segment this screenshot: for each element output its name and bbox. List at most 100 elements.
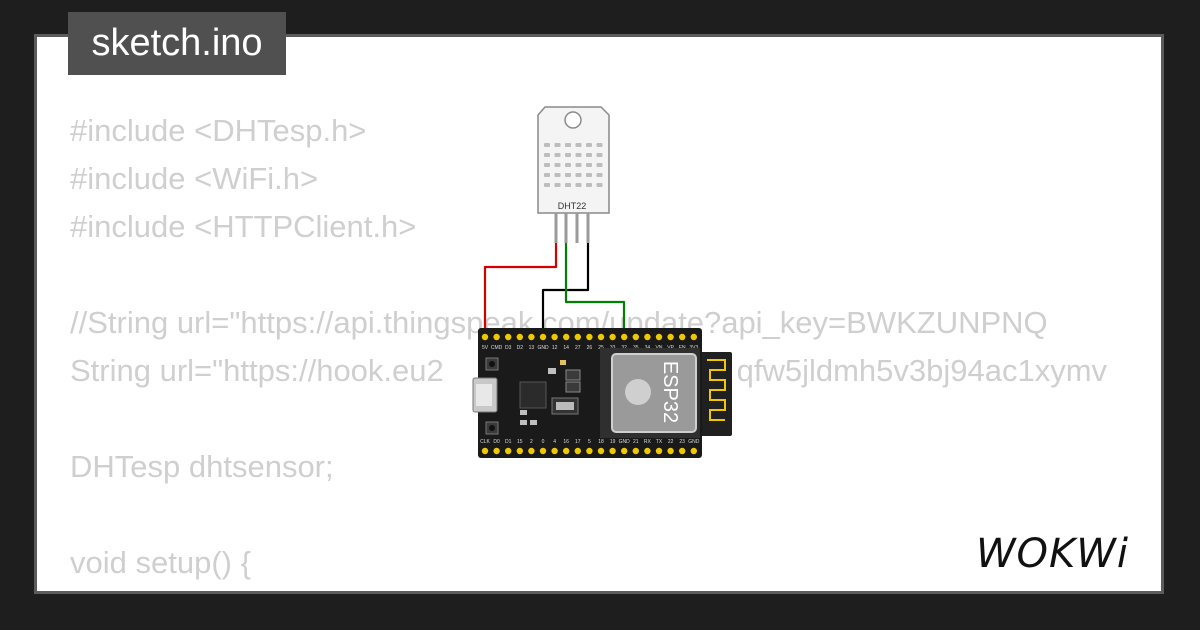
header-pin[interactable]	[505, 333, 512, 341]
vent-slot	[554, 163, 561, 167]
code-line: DHTesp dhtsensor;	[70, 449, 334, 484]
header-pin[interactable]	[528, 447, 535, 455]
code-line: void setup() {	[70, 545, 251, 580]
pin-label: CMD	[491, 345, 503, 351]
vent-slot	[565, 153, 571, 157]
header-pin[interactable]	[481, 447, 489, 455]
header-pin[interactable]	[644, 447, 651, 455]
header-pin[interactable]	[632, 333, 639, 341]
pin-label: 2	[530, 439, 533, 445]
vent-slot	[565, 143, 571, 147]
header-pin[interactable]	[621, 333, 628, 341]
vent-slot	[586, 173, 592, 177]
usb-port-inner	[476, 384, 492, 406]
vent-slot	[554, 153, 561, 157]
smd-led-power	[560, 360, 566, 365]
header-pin[interactable]	[516, 447, 523, 455]
code-editor: #include <DHTesp.h>#include <WiFi.h>#inc…	[70, 107, 1107, 591]
header-pin[interactable]	[690, 447, 697, 455]
header-pin[interactable]	[563, 447, 570, 455]
vent-slot	[554, 143, 561, 147]
header-pin[interactable]	[505, 447, 512, 455]
vent-slot	[586, 183, 592, 187]
pin-label: 4	[553, 439, 556, 445]
usb-uart-chip	[519, 381, 547, 409]
code-line: #include <DHTesp.h>	[70, 113, 367, 148]
pin-label: 27	[575, 345, 581, 351]
header-pin[interactable]	[644, 333, 651, 341]
header-pin[interactable]	[621, 447, 628, 455]
regulator-tab	[556, 402, 574, 410]
vent-slot	[586, 153, 592, 157]
header-pin[interactable]	[563, 333, 570, 341]
header-pin[interactable]	[597, 447, 605, 455]
vent-slot	[565, 163, 571, 167]
smd-part-4	[520, 410, 527, 415]
vent-slot	[544, 163, 550, 167]
wokwi-logo: WOKWi	[976, 531, 1129, 577]
pin-label: 21	[633, 439, 639, 445]
wire-vcc[interactable]	[483, 243, 558, 335]
svg-text:WOKWi: WOKWi	[976, 531, 1129, 577]
header-pin[interactable]	[632, 447, 639, 455]
pin-label: 5V	[482, 345, 489, 351]
reset-button-cap	[489, 425, 495, 431]
header-pin[interactable]	[551, 333, 558, 341]
pin-label: 22	[668, 439, 674, 445]
header-pin[interactable]	[528, 333, 535, 341]
dht22-sensor[interactable]: DHT22	[537, 106, 610, 243]
vent-slot	[554, 183, 561, 187]
pin-label: GND	[537, 345, 549, 351]
header-pin[interactable]	[493, 333, 500, 341]
smd-part-5	[520, 420, 527, 425]
header-pin[interactable]	[539, 447, 547, 455]
smd-part-2	[565, 369, 581, 381]
pin-label: D2	[517, 345, 524, 351]
header-pin[interactable]	[667, 333, 674, 341]
vent-slot	[596, 183, 603, 187]
antenna-area	[700, 352, 732, 436]
header-pin[interactable]	[574, 447, 581, 455]
esp32-board[interactable]: 5VCMDD3D213GND121427262533323534VNVPEN3V…	[472, 328, 732, 458]
header-pin[interactable]	[655, 447, 663, 455]
header-pin[interactable]	[679, 447, 686, 455]
header-pin[interactable]	[655, 333, 663, 341]
header-pin[interactable]	[586, 447, 593, 455]
pin-label: 16	[563, 439, 569, 445]
file-tab[interactable]: sketch.ino	[68, 12, 286, 75]
pin-label: GND	[619, 439, 631, 445]
header-pin[interactable]	[516, 333, 523, 341]
vent-slot	[596, 153, 603, 157]
pin-label: 18	[598, 439, 604, 445]
header-pin[interactable]	[690, 333, 697, 341]
vent-slot	[596, 143, 603, 147]
header-pin[interactable]	[667, 447, 674, 455]
vent-slot	[586, 143, 592, 147]
header-pin[interactable]	[597, 333, 605, 341]
esp32-shield	[611, 353, 697, 433]
pin-label: 14	[563, 345, 569, 351]
header-pin[interactable]	[551, 447, 558, 455]
vent-slot	[565, 183, 571, 187]
header-pin[interactable]	[539, 333, 547, 341]
header-pin[interactable]	[609, 447, 616, 455]
header-pin[interactable]	[481, 333, 489, 341]
esp32-logo	[625, 379, 651, 405]
smd-part-1	[548, 368, 556, 374]
bottom-pin-row	[481, 447, 697, 455]
code-line: #include <HTTPClient.h>	[70, 209, 417, 244]
wire-data[interactable]	[564, 243, 626, 335]
pin-label: 13	[529, 345, 535, 351]
sensor-vent-grid	[544, 143, 603, 187]
vent-slot	[575, 153, 582, 157]
vent-slot	[544, 173, 550, 177]
header-pin[interactable]	[609, 333, 616, 341]
header-pin[interactable]	[586, 333, 593, 341]
vent-slot	[544, 183, 550, 187]
header-pin[interactable]	[493, 447, 500, 455]
header-pin[interactable]	[679, 333, 686, 341]
vent-slot	[596, 173, 603, 177]
header-pin[interactable]	[574, 333, 581, 341]
